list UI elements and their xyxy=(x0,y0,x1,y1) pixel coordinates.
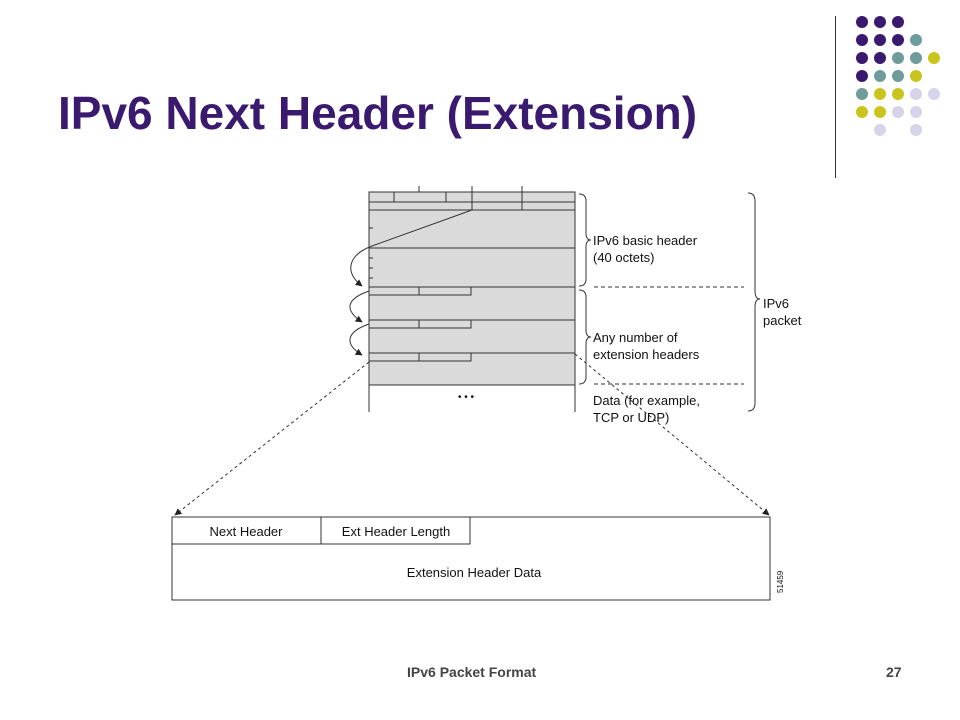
decorative-dot xyxy=(856,106,868,118)
next-header-arrows xyxy=(349,209,473,356)
decorative-dot xyxy=(910,106,922,118)
decorative-dot xyxy=(874,34,886,46)
packet-label-2: packet xyxy=(763,313,802,328)
decorative-dot xyxy=(892,88,904,100)
next-header-field: Next Header xyxy=(210,524,284,539)
decorative-dot xyxy=(892,52,904,64)
decorative-dot xyxy=(874,16,886,28)
page-number: 27 xyxy=(886,664,902,680)
data-section xyxy=(369,385,575,412)
decorative-dot xyxy=(892,70,904,82)
basic-header-label: IPv6 basic header xyxy=(593,233,698,248)
basic-header-size-label: (40 octets) xyxy=(593,250,654,265)
decorative-dot xyxy=(910,34,922,46)
decorative-dot xyxy=(928,52,940,64)
expansion-arrows xyxy=(174,353,770,516)
decorative-dot xyxy=(892,16,904,28)
footer-title: IPv6 Packet Format xyxy=(407,664,537,680)
ext-header-data-field: Extension Header Data xyxy=(407,565,542,580)
decorative-dot xyxy=(910,52,922,64)
decorative-dot xyxy=(928,88,940,100)
decorative-dot xyxy=(856,88,868,100)
decorative-dot xyxy=(910,70,922,82)
section-separators xyxy=(594,286,744,385)
packet-stack-fill xyxy=(368,191,576,386)
data-label: Data (for example, xyxy=(593,393,700,408)
data-label-2: TCP or UDP) xyxy=(593,410,669,425)
ellipsis: • • • xyxy=(458,392,475,403)
decorative-dot xyxy=(856,34,868,46)
extension-header-detail xyxy=(171,516,771,601)
decorative-dot xyxy=(874,70,886,82)
decorative-dot xyxy=(856,16,868,28)
slide-title: IPv6 Next Header (Extension) xyxy=(58,87,698,139)
decorative-dot xyxy=(910,124,922,136)
decorative-dot xyxy=(874,124,886,136)
extension-headers-label-2: extension headers xyxy=(593,347,700,362)
decorative-dot xyxy=(892,106,904,118)
extension-headers-label: Any number of xyxy=(593,330,678,345)
decorative-dot xyxy=(892,34,904,46)
decorative-dot xyxy=(910,88,922,100)
decorative-dot xyxy=(874,106,886,118)
decorative-dot xyxy=(856,52,868,64)
decorative-dot xyxy=(856,70,868,82)
decorative-dot xyxy=(874,52,886,64)
figure-id: 51459 xyxy=(776,570,785,593)
section-braces xyxy=(578,192,761,412)
packet-label: IPv6 xyxy=(763,296,789,311)
ext-header-length-field: Ext Header Length xyxy=(342,524,450,539)
decorative-dot xyxy=(874,88,886,100)
corner-divider xyxy=(835,16,836,178)
